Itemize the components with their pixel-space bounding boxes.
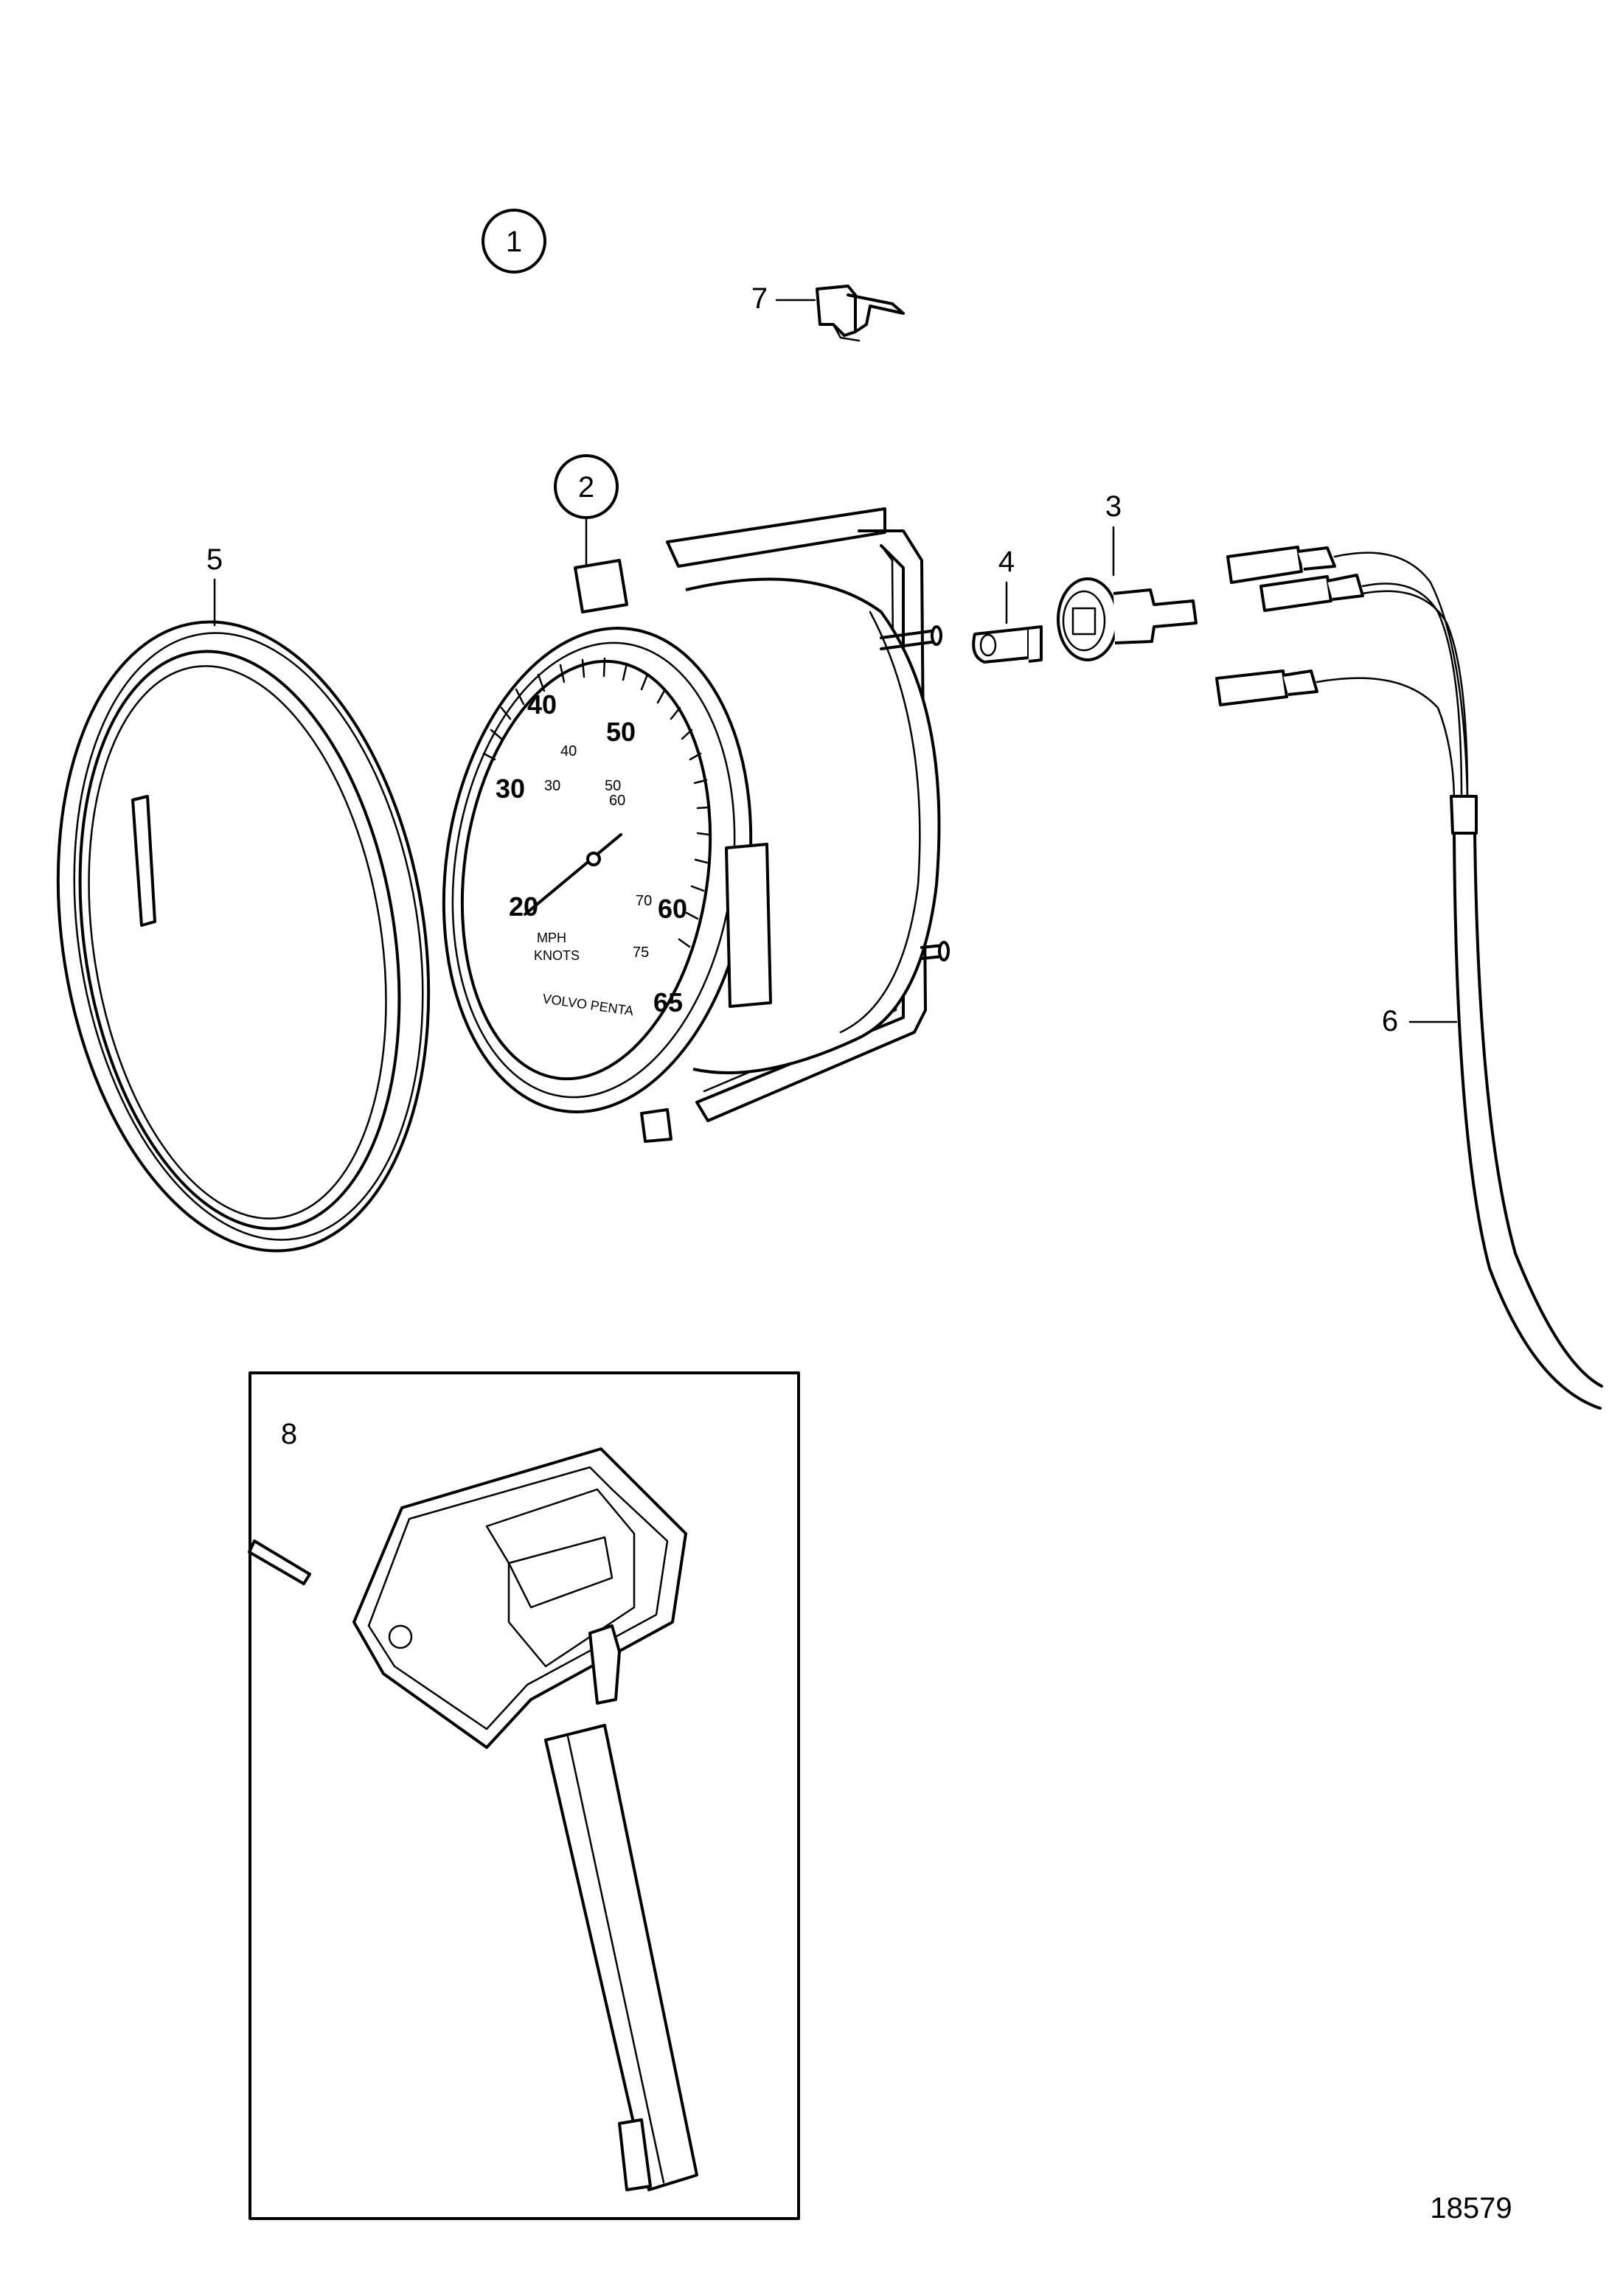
callout-3[interactable]: 3 (1105, 490, 1122, 577)
callout-1-label: 1 (506, 226, 522, 258)
bezel-ring-part (56, 620, 431, 1585)
gauge-ticks (482, 657, 711, 948)
gauge-needle (524, 833, 622, 916)
callout-7[interactable]: 7 (751, 282, 816, 315)
dial-small-30: 30 (544, 778, 560, 794)
dial-number-65: 65 (653, 987, 683, 1017)
gauge-dial-face (460, 659, 712, 1081)
speedometer-part: 20 30 40 50 60 65 30 40 50 60 70 75 MPH … (442, 507, 950, 1143)
cable-connectors-part (1215, 546, 1364, 706)
callout-4-label: 4 (998, 546, 1015, 578)
dial-small-50: 50 (605, 778, 621, 794)
bulb-socket-part (1057, 577, 1198, 661)
dial-small-70: 70 (636, 893, 652, 909)
callout-6[interactable]: 6 (1382, 1005, 1458, 1037)
dial-number-50: 50 (606, 717, 636, 747)
callout-5-label: 5 (206, 543, 223, 576)
dial-number-40: 40 (527, 689, 557, 720)
callout-5[interactable]: 5 (206, 543, 223, 627)
reference-number: 18579 (1430, 2192, 1512, 2224)
bulb-part (972, 625, 1043, 664)
callout-2[interactable]: 2 (554, 454, 619, 566)
inset-frame (249, 1371, 800, 2220)
dial-unit-mph: MPH (537, 930, 566, 945)
callout-1-circle (482, 209, 546, 274)
callout-1[interactable]: 1 (482, 209, 546, 274)
removal-tool-part (352, 1447, 698, 2191)
dial-number-60: 60 (658, 894, 687, 924)
dial-small-40: 40 (560, 743, 577, 759)
dial-small-60: 60 (609, 793, 625, 809)
callout-6-label: 6 (1382, 1005, 1398, 1037)
callout-3-label: 3 (1105, 490, 1122, 523)
dial-unit-knots: KNOTS (534, 948, 580, 963)
inset-panel (249, 1371, 800, 2220)
callout-4[interactable]: 4 (998, 546, 1015, 625)
callout-2-label: 2 (578, 471, 594, 504)
callout-7-label: 7 (751, 282, 768, 315)
dial-small-75: 75 (633, 945, 649, 961)
wiring-harness-part (1316, 552, 1603, 1410)
callout-8-label: 8 (281, 1418, 297, 1450)
callout-8[interactable]: 8 (281, 1418, 297, 1450)
dial-number-30: 30 (496, 773, 525, 804)
spring-clip-part (816, 285, 905, 342)
